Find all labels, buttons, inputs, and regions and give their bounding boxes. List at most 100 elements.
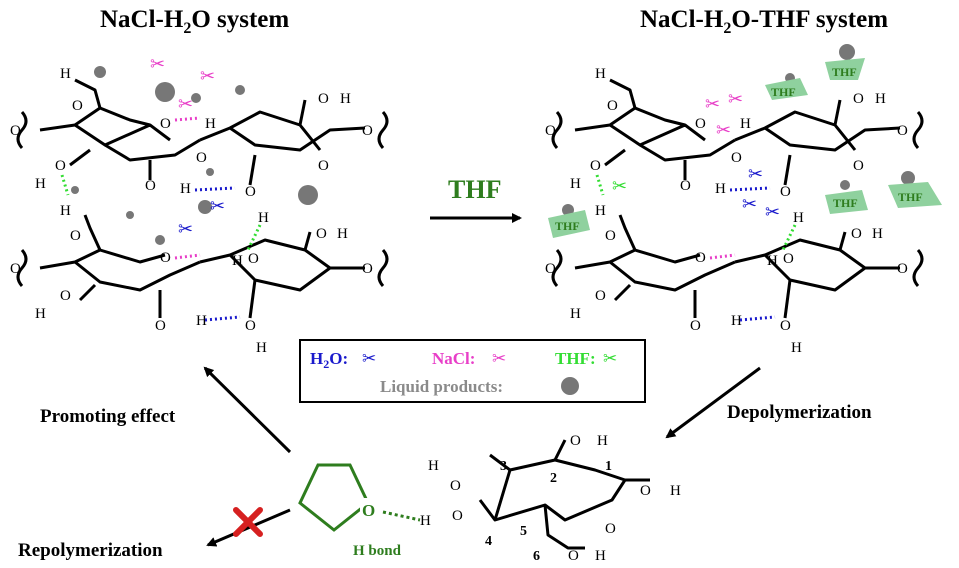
repolymerization-arrow [206,508,291,547]
promoting-effect-label: Promoting effect [40,406,176,427]
svg-text:O: O [607,98,618,114]
svg-text:O: O [155,318,166,334]
lower-chain-right-ring [199,238,365,270]
svg-text:O: O [145,178,156,194]
scissors-icon: ✂ [612,176,627,197]
svg-text:H: H [232,253,243,269]
svg-text:H: H [570,306,581,322]
svg-text:H: H [597,433,608,449]
left-title: NaCl-H2O system [100,6,289,37]
svg-text:H: H [180,181,191,197]
liquid-product-dot [839,44,855,60]
svg-text:O: O [545,261,556,277]
svg-text:O: O [245,184,256,200]
thf-molecule-tag: THF [825,190,868,214]
svg-text:O: O [595,288,606,304]
right-atom-labels: H O O O O H O O O O H O H H O H H O O H … [545,66,908,356]
scissors-icon: ✂ [178,94,193,115]
liquid-product-dot [94,66,106,78]
svg-text:O: O [70,228,81,244]
svg-text:O: O [248,251,259,267]
svg-text:H: H [35,306,46,322]
svg-text:O: O [72,98,83,114]
liquid-product-dot [298,185,318,205]
svg-text:O: O [55,158,66,174]
thf-hbond [60,174,70,196]
svg-text:O: O [695,116,706,132]
depolymerization-label: Depolymerization [727,402,872,423]
liquid-product-dot [901,171,915,185]
scissors-icon: ✂ [748,164,763,185]
svg-text:O: O [897,123,908,139]
svg-text:H: H [570,176,581,192]
upper-chain-left-ring [39,123,171,147]
svg-text:O: O [897,261,908,277]
svg-text:THF: THF [832,65,857,79]
thf-molecule-tag: THF [765,78,808,100]
svg-text:THF: THF [833,196,858,210]
scissors-icon: ✂ [716,120,731,141]
svg-text:O: O [731,150,742,166]
svg-text:H: H [670,483,681,499]
right-cellulose-panel [551,78,924,319]
liquid-product-dot [71,186,79,194]
scissors-icon: ✂ [765,202,780,223]
liquid-product-dot [198,200,212,214]
scissors-icon: ✂ [200,66,215,87]
svg-text:H: H [767,253,778,269]
svg-text:H: H [793,210,804,226]
right-hydrogen-bonds [595,174,797,322]
legend-nacl: NaCl: [432,349,475,368]
svg-text:O: O [196,150,207,166]
left-scissors: ✂ ✂ ✂ ✂ ✂ [150,54,225,240]
liquid-product-dot [235,85,245,95]
svg-text:H: H [205,116,216,132]
lower-chain-left-ring [39,248,166,270]
liquid-product-dot [155,235,165,245]
svg-text:O: O [245,318,256,334]
svg-text:H: H [872,226,883,242]
liquid-product-dot [561,377,579,395]
right-scissors: ✂ ✂ ✂ ✂ ✂ ✂ ✂ [612,89,780,223]
promoting-arrow [203,366,292,454]
svg-text:O: O [160,250,171,266]
glucose-unit [478,439,650,550]
svg-text:H: H [875,91,886,107]
svg-text:O: O [605,521,616,537]
svg-text:H: H [258,210,269,226]
scissors-icon: ✂ [742,194,757,215]
carbon-number: 1 [605,459,612,474]
svg-text:O: O [640,483,651,499]
svg-text:O: O [450,478,461,494]
depolymerization-arrow [665,366,761,439]
carbon-number: 5 [520,524,527,539]
svg-text:O: O [318,158,329,174]
svg-text:H: H [337,226,348,242]
liquid-product-dot [191,93,201,103]
legend-thf: THF: [555,349,596,368]
svg-text:H: H [60,66,71,82]
svg-text:O: O [316,226,327,242]
svg-text:O: O [60,288,71,304]
svg-text:H: H [256,340,267,356]
carbon-number: 2 [550,471,557,486]
svg-text:H: H [428,458,439,474]
scissors-icon: ✂ [178,219,193,240]
liquid-product-dot [155,82,175,102]
liquid-product-dot [206,168,214,176]
scissors-icon: ✂ [728,89,743,110]
svg-text:H: H [791,340,802,356]
thf-reaction-arrow: THF [430,175,522,223]
thf-molecule-tag: THF [825,58,865,80]
carbon-number: 4 [485,534,492,549]
left-liquid-products [71,66,318,245]
thf-molecule-tag: THF [548,210,590,238]
hbond-dots [382,510,421,522]
svg-text:O: O [590,158,601,174]
svg-text:H: H [420,513,431,529]
liquid-product-dot [840,180,850,190]
repolymerization-label: Repolymerization [18,540,163,561]
scissors-icon: ✂ [150,54,165,75]
scissors-icon: ✂ [603,349,617,369]
